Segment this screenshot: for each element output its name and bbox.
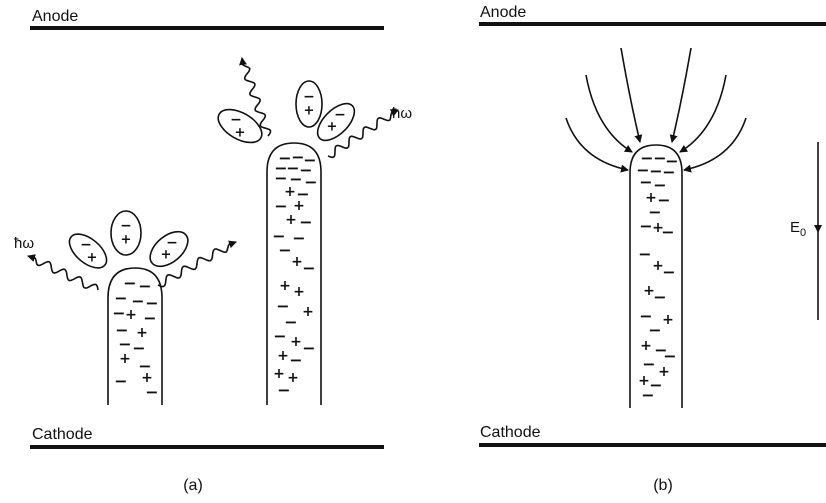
svg-text:+: + [121,233,132,248]
emission-lobe-tall-left: − + [213,103,268,150]
negative-charge: − [641,386,654,405]
field-line-2 [672,48,691,142]
caption-a: (a) [183,477,203,494]
emission-lobe-tall-right: − + [311,97,360,146]
positive-charge: + [279,278,291,294]
field-line-3 [586,75,632,152]
svg-text:+: + [304,104,315,119]
positive-charge: + [291,254,303,270]
negative-charge: − [639,217,652,236]
negative-charge: − [145,383,158,402]
anode-label-b: Anode [480,4,526,21]
panel-b: Anode Cathode (b) −−−−−−−−+−−−+−−+−+−−+−… [479,4,826,494]
negative-charge: − [273,327,286,346]
positive-charge: + [285,212,297,228]
negative-charge: − [292,229,305,248]
field-streamer-charges: −−−−−−−−+−−−+−−+−+−−+−+−−−++−− [636,149,678,405]
negative-charge: − [662,263,675,282]
photon-label-left: ħω [14,235,34,252]
emission-lobe-left: − + [63,228,112,275]
positive-charge: + [640,338,652,354]
negative-charge: − [278,241,291,260]
tall-streamer-charges: −−−−−−−−−+−−++−−−−+−++−+−−+−+−++− [272,148,317,400]
photon-label-right: ħω [392,105,412,122]
negative-charge: − [661,223,674,242]
svg-text:+: + [327,120,338,135]
negative-charge: − [277,381,290,400]
negative-charge: − [663,347,676,366]
negative-charge: − [648,321,661,340]
field-line-4 [680,75,726,152]
emission-lobe-tall-center: − + [296,81,322,127]
positive-charge: + [293,284,305,300]
emission-lobe-right: − + [144,225,194,273]
negative-charge: − [642,355,655,374]
photon-wave-tall-up [242,58,271,136]
negative-charge: − [114,372,127,391]
positive-charge: + [119,351,131,367]
cathode-label-b: Cathode [480,424,541,441]
caption-b: (b) [653,477,673,494]
negative-charge: − [638,245,651,264]
emission-lobe-center: − + [111,211,141,255]
negative-charge: − [639,173,652,192]
negative-charge: − [653,288,666,307]
short-streamer-charges: −−−−−−+−−+−−+−+−− [112,274,158,402]
field-line-5 [566,118,628,170]
negative-charge: − [302,339,315,358]
svg-text:+: + [235,126,246,141]
negative-charge: − [302,259,315,278]
svg-text:+: + [161,248,172,263]
field-line-6 [684,118,746,170]
positive-charge: + [662,312,674,328]
cathode-label-a: Cathode [32,426,93,443]
positive-charge: + [290,334,302,350]
positive-charge: + [302,304,314,320]
negative-charge: − [289,351,302,370]
positive-charge: + [277,348,289,364]
field-label: E0 [790,219,806,239]
negative-charge: − [132,339,145,358]
svg-text:+: + [87,251,98,266]
field-line-1 [621,48,640,142]
panel-a: Anode Cathode (a) −−−−−−+−−+−−+−+−− −−−−… [14,8,412,494]
anode-label-a: Anode [32,8,78,25]
